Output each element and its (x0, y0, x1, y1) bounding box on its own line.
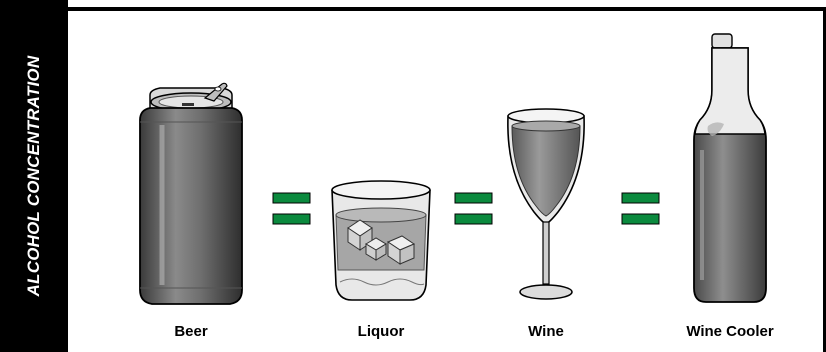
equals-sign-icon (273, 193, 310, 224)
item-label-wine: Wine (528, 323, 564, 340)
item-label-wine-cooler: Wine Cooler (686, 323, 773, 340)
wine-cooler-bottle-icon (694, 34, 766, 302)
wine-glass-icon (508, 109, 584, 299)
equals-sign-icon (455, 193, 492, 224)
equals-sign-icon (622, 193, 659, 224)
beer-can-icon (140, 83, 242, 304)
liquor-glass-icon (332, 181, 430, 300)
item-label-liquor: Liquor (358, 323, 405, 340)
item-label-beer: Beer (174, 323, 207, 340)
